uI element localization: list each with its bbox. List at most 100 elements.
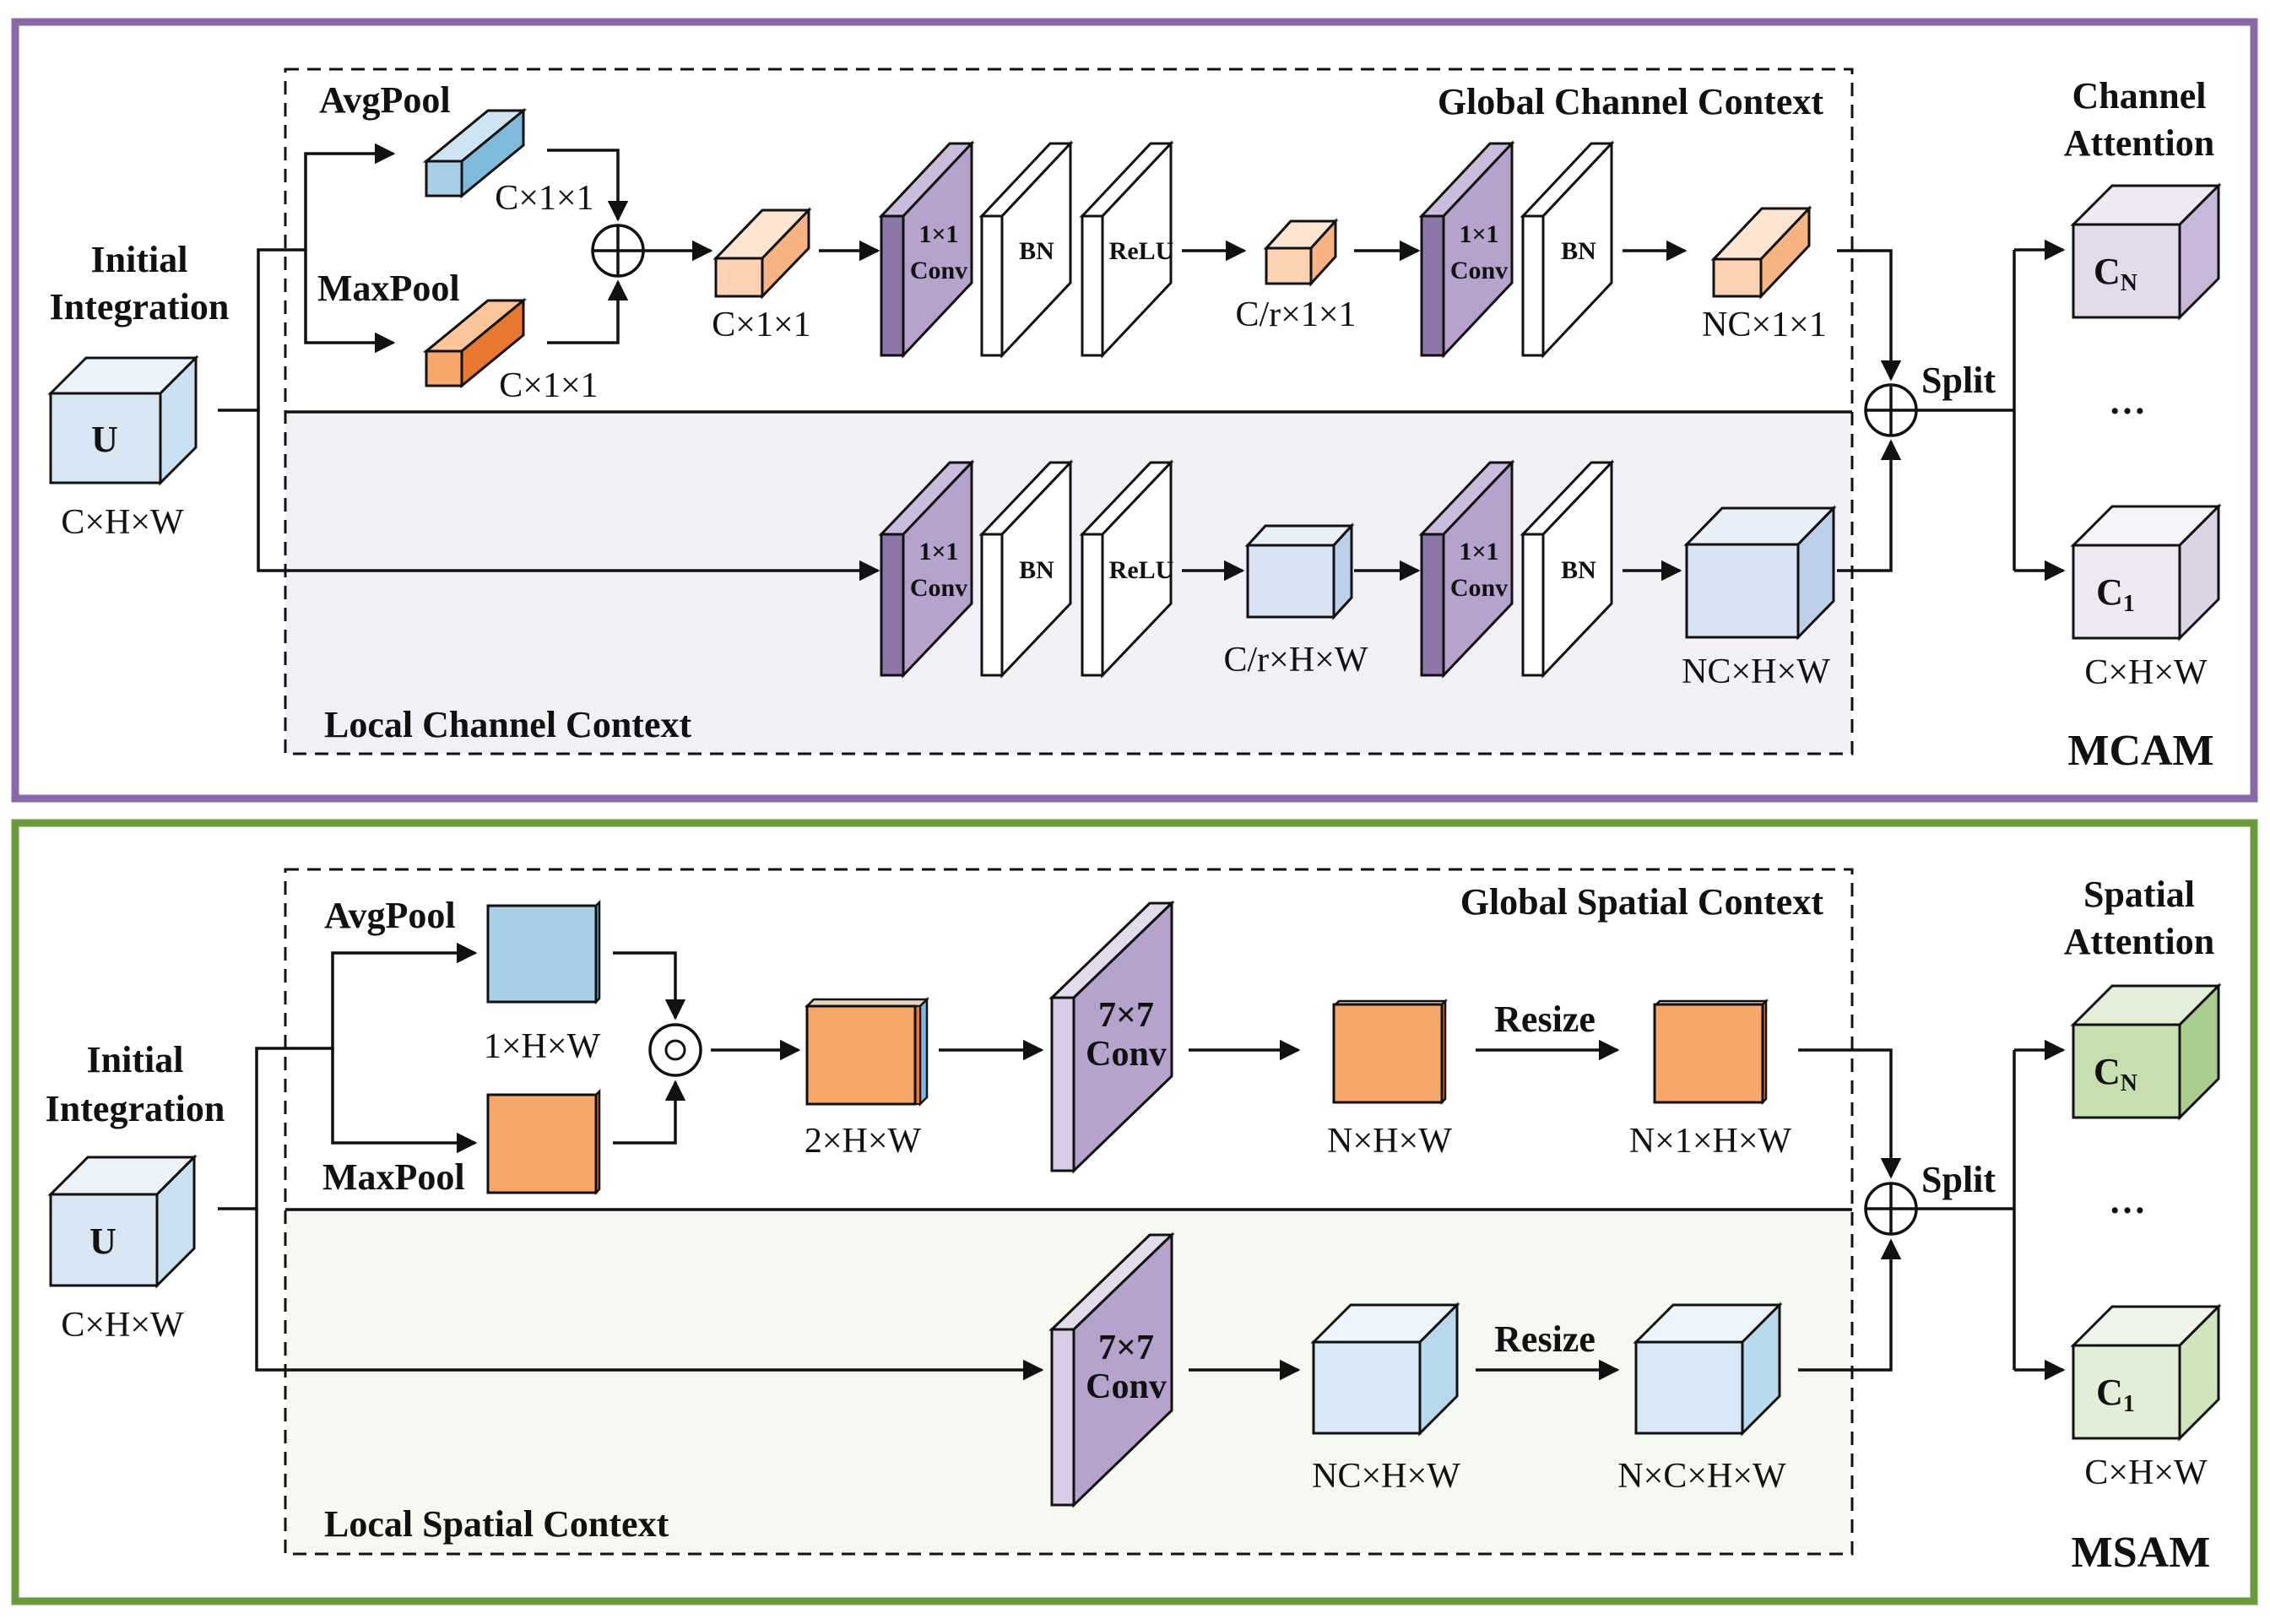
split-label: Split	[1921, 1159, 1996, 1200]
local-bn2-layer	[1520, 459, 1615, 679]
local-output-dim: N×C×H×W	[1617, 1457, 1786, 1496]
add-node	[591, 224, 645, 278]
local-conv2-name: Conv	[1450, 574, 1508, 602]
summed-cuboid	[712, 207, 812, 300]
global-conv1-name: Conv	[910, 257, 967, 284]
reduced-cuboid	[1263, 218, 1339, 287]
output-ellipsis: …	[2109, 381, 2146, 422]
local-conv2-kernel: 1×1	[1459, 538, 1498, 566]
global-conv7-kernel: 7×7	[1098, 996, 1154, 1035]
global-output-cuboid	[1710, 205, 1812, 300]
avgpool-dim: C×1×1	[495, 179, 593, 218]
local-conv1-name: Conv	[910, 574, 967, 602]
attention-title-line2: Attention	[2064, 921, 2214, 962]
avgpool-label: AvgPool	[319, 79, 451, 121]
output-c1-label: C1	[2096, 571, 2135, 617]
input-title-line2: Integration	[50, 286, 230, 328]
avgpool-map	[486, 899, 601, 1005]
concat-dim: 2×H×W	[805, 1122, 922, 1161]
global-conv7-layer	[1048, 900, 1175, 1174]
global-relu-layer	[1079, 140, 1174, 359]
local-reduced-dim: C/r×H×W	[1223, 641, 1368, 679]
local-relu-label: ReLU	[1109, 556, 1174, 584]
msam-panel-title: MSAM	[2072, 1529, 2211, 1577]
attention-title-line1: Spatial	[2083, 874, 2195, 915]
output-cube-cn	[2070, 983, 2222, 1121]
input-title-line1: Initial	[91, 239, 188, 280]
global-conv-output-dim: N×H×W	[1327, 1122, 1452, 1161]
local-conv-output-cube	[1310, 1302, 1460, 1437]
global-output-dim: N×1×H×W	[1629, 1122, 1792, 1161]
local-conv1-kernel: 1×1	[918, 538, 958, 566]
concat-node	[648, 1023, 702, 1077]
output-cn-label: CN	[2094, 251, 2137, 296]
attention-title-line2: Attention	[2064, 122, 2214, 164]
output-cube-c1	[2070, 503, 2222, 641]
global-bn2-layer	[1520, 140, 1615, 359]
output-dim: C×H×W	[2084, 653, 2208, 692]
global-resize-label: Resize	[1494, 999, 1596, 1040]
maxpool-dim: C×1×1	[499, 366, 598, 405]
merge-add-node	[1864, 383, 1918, 437]
local-output-cube	[1633, 1302, 1783, 1437]
avgpool-label: AvgPool	[324, 895, 456, 936]
global-output-map	[1653, 998, 1769, 1106]
global-conv-output-map	[1332, 998, 1449, 1106]
local-conv7-name: Conv	[1086, 1367, 1167, 1406]
local-conv1-layer	[878, 459, 975, 679]
input-cube	[47, 355, 199, 486]
local-spatial-context-title: Local Spatial Context	[324, 1503, 669, 1545]
input-title-line2: Integration	[46, 1088, 225, 1129]
output-cube-cn	[2070, 182, 2222, 321]
local-conv2-layer	[1418, 459, 1515, 679]
global-relu-label: ReLU	[1109, 237, 1174, 265]
global-conv2-kernel: 1×1	[1459, 220, 1498, 248]
concat-map	[804, 996, 930, 1107]
reduced-dim: C/r×1×1	[1235, 295, 1356, 334]
msam-border	[11, 819, 2258, 1605]
input-dim: C×H×W	[61, 1306, 184, 1345]
output-cube-c1	[2070, 1303, 2222, 1442]
global-bn1-label: BN	[1019, 237, 1054, 265]
attention-title-line1: Channel	[2072, 75, 2207, 116]
output-ellipsis: …	[2109, 1180, 2146, 1221]
maxpool-label: MaxPool	[317, 268, 460, 309]
maxpool-label: MaxPool	[322, 1156, 465, 1198]
global-conv7-name: Conv	[1086, 1035, 1167, 1074]
mcam-panel: Global Channel Context Local Channel Con…	[11, 18, 2258, 803]
local-channel-context-title: Local Channel Context	[324, 704, 691, 745]
global-channel-context-title: Global Channel Context	[1438, 81, 1824, 122]
input-block-label: U	[91, 419, 118, 460]
merge-add-node	[1864, 1182, 1918, 1236]
local-conv7-layer	[1048, 1232, 1175, 1508]
local-bn2-label: BN	[1561, 556, 1596, 584]
local-conv-output-dim: NC×H×W	[1312, 1457, 1460, 1496]
input-dim: C×H×W	[61, 503, 184, 542]
input-cube	[47, 1154, 198, 1289]
avgpool-dim: 1×H×W	[484, 1027, 601, 1066]
local-bn1-layer	[978, 459, 1074, 679]
mcam-panel-title: MCAM	[2067, 727, 2213, 775]
summed-dim: C×1×1	[712, 306, 810, 344]
maxpool-cuboid	[422, 297, 528, 389]
global-spatial-context-title: Global Spatial Context	[1460, 881, 1824, 923]
input-block-label: U	[89, 1221, 116, 1262]
local-output-cuboid	[1683, 505, 1837, 641]
global-conv1-layer	[878, 140, 975, 359]
global-bn2-label: BN	[1561, 237, 1596, 265]
mcam-border	[11, 18, 2258, 803]
global-output-dim: NC×1×1	[1702, 306, 1827, 344]
global-conv2-name: Conv	[1450, 257, 1508, 284]
local-relu-layer	[1079, 459, 1174, 679]
output-c1-label: C1	[2096, 1372, 2135, 1417]
global-conv1-kernel: 1×1	[918, 220, 958, 248]
spatial-context-dashed-box	[284, 868, 1854, 1556]
local-conv7-kernel: 7×7	[1098, 1329, 1154, 1367]
local-resize-label: Resize	[1494, 1318, 1596, 1360]
msam-panel: Global Spatial Context Local Spatial Con…	[11, 819, 2258, 1605]
local-bn1-label: BN	[1019, 556, 1054, 584]
local-output-dim: NC×H×W	[1682, 652, 1830, 691]
global-bn1-layer	[978, 140, 1074, 359]
avgpool-cuboid	[422, 107, 528, 199]
